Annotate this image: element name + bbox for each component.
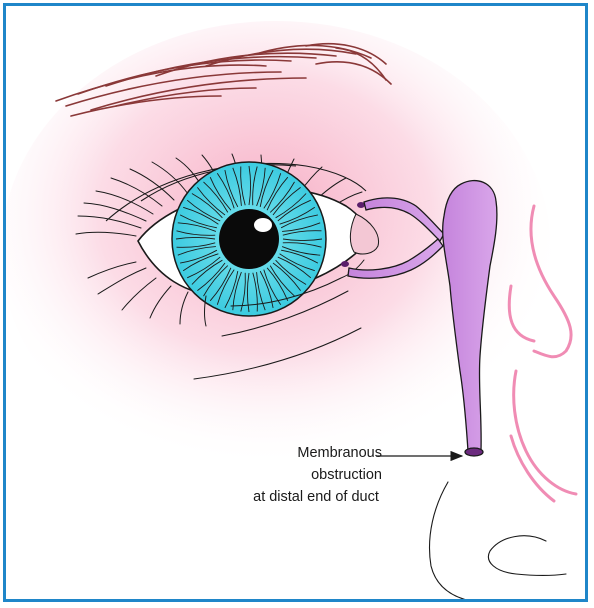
annotation-line-3: at distal end of duct: [236, 486, 396, 508]
pupil-highlight: [254, 218, 272, 232]
figure-frame: Membranous obstruction at distal end of …: [3, 3, 588, 602]
obstruction-membrane: [465, 448, 483, 456]
annotation-line-1: Membranous: [250, 442, 386, 464]
eye-lacrimal-diagram: [6, 6, 585, 599]
annotation-label: Membranous obstruction: [250, 442, 386, 486]
eye-icon: [172, 162, 326, 316]
face-contours: [430, 482, 566, 599]
annotation-label-3: at distal end of duct: [236, 486, 396, 508]
annotation-line-2: obstruction: [250, 464, 386, 486]
pupil: [219, 209, 279, 269]
